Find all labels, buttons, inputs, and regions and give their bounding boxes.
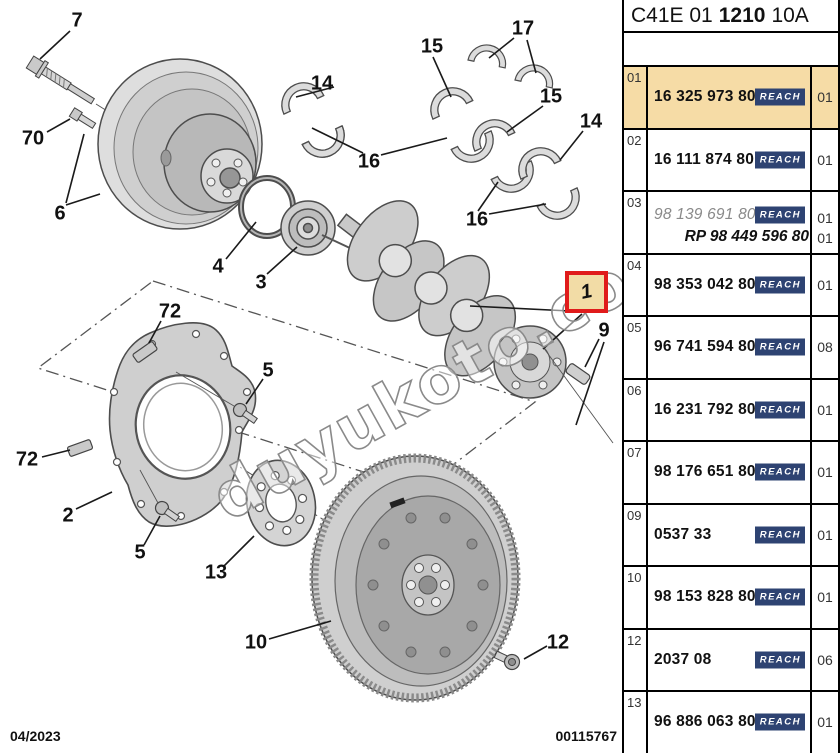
- part-number: 16 111 874 80: [654, 150, 755, 168]
- reach-badge[interactable]: REACH: [754, 463, 805, 481]
- table-row[interactable]: 01 16 325 973 80 REACH 01: [624, 67, 838, 130]
- dowel-pin-lower: [66, 439, 94, 457]
- table-row[interactable]: 06 16 231 792 80 REACH 01: [624, 379, 838, 442]
- footer-doc-number: 00115767: [555, 728, 617, 744]
- row-index: 05: [624, 317, 648, 378]
- page-code-main: 1210: [718, 3, 766, 27]
- part-qty: 01: [817, 210, 833, 227]
- part-qty: 01: [817, 89, 833, 106]
- part-qty: 08: [817, 339, 833, 356]
- assembly-plane-outline: [36, 280, 537, 491]
- row-index: 12: [624, 629, 648, 690]
- spacer-plate: [245, 459, 317, 547]
- table-row[interactable]: 03 98 139 691 80 REACH RP 98 449 596 80 …: [624, 192, 838, 255]
- main-bearing-shells: [281, 82, 580, 220]
- table-row[interactable]: 02 16 111 874 80 REACH 01: [624, 129, 838, 192]
- parts-table: C41E 01 1210 10A 01 16 325 973 80 REACH …: [622, 0, 840, 753]
- flywheel-bolt: [493, 650, 521, 671]
- part-number: 0537 33: [654, 525, 712, 543]
- pin-axis-line: [542, 346, 614, 444]
- dowel-pin-upper: [132, 341, 158, 363]
- part-number: 98 153 828 80: [654, 588, 756, 606]
- reach-badge[interactable]: REACH: [754, 151, 805, 169]
- part-number: 98 353 042 80: [654, 275, 756, 293]
- part-number: 16 231 792 80: [654, 400, 756, 418]
- part-qty: 01: [817, 589, 833, 606]
- part-number: 96 886 063 80: [654, 713, 756, 731]
- table-row[interactable]: 12 2037 08 REACH 06: [624, 629, 838, 692]
- reach-badge[interactable]: REACH: [754, 206, 805, 224]
- row-index: 07: [624, 442, 648, 503]
- page-code-prefix: C41E 01: [631, 3, 713, 27]
- reach-badge[interactable]: REACH: [754, 713, 805, 731]
- row-index: 13: [624, 692, 648, 753]
- row-index: 04: [624, 254, 648, 315]
- table-row[interactable]: 07 98 176 651 80 REACH 01: [624, 442, 838, 505]
- diagram-svg: duyukoto.com: [25, 30, 623, 703]
- reach-badge[interactable]: REACH: [754, 588, 805, 606]
- table-row[interactable]: 13 96 886 063 80 REACH 01: [624, 692, 838, 753]
- table-row[interactable]: 10 98 153 828 80 REACH 01: [624, 567, 838, 630]
- part-qty: 01: [817, 401, 833, 418]
- footer-date: 04/2023: [10, 728, 61, 744]
- leader-lines: [39, 30, 605, 660]
- part-number: 16 325 973 80: [654, 88, 756, 106]
- part-number: 96 741 594 80: [654, 338, 756, 356]
- part-number: 98 139 691 80: [654, 206, 756, 224]
- crank-pin: [565, 363, 591, 385]
- part-number: 98 176 651 80: [654, 463, 756, 481]
- part-qty: 01: [817, 151, 833, 168]
- replacement-part-number: RP 98 449 596 80: [684, 228, 809, 246]
- highlight-box: 1: [565, 271, 608, 313]
- row-index: 01: [624, 67, 648, 128]
- page-code-suffix: 10A: [771, 3, 809, 27]
- part-qty: 01: [817, 526, 833, 543]
- flywheel: [309, 453, 521, 703]
- reach-badge[interactable]: REACH: [754, 526, 805, 544]
- reach-badge[interactable]: REACH: [754, 88, 805, 106]
- row-index: 10: [624, 567, 648, 628]
- part-qty: 01: [817, 714, 833, 731]
- pulley-bolt: [25, 55, 96, 105]
- seal-plate-bolt-upper: [232, 402, 258, 425]
- reach-badge[interactable]: REACH: [754, 276, 805, 294]
- row-index: 09: [624, 504, 648, 565]
- row-index: 03: [624, 192, 648, 253]
- part-number: 2037 08: [654, 650, 712, 668]
- crankshaft-hub: [280, 200, 353, 256]
- table-row[interactable]: 05 96 741 594 80 REACH 08: [624, 317, 838, 380]
- small-bolt-70: [68, 107, 97, 130]
- replacement-qty: 01: [817, 230, 833, 247]
- reach-badge[interactable]: REACH: [754, 651, 805, 669]
- thrust-washers: [467, 44, 554, 89]
- rear-seal-plate: [108, 322, 257, 527]
- row-index: 02: [624, 129, 648, 190]
- callout-1: 1: [578, 279, 595, 304]
- table-row[interactable]: 04 98 353 042 80 REACH 01: [624, 254, 838, 317]
- table-spacer-row: [624, 33, 838, 67]
- part-qty: 01: [817, 276, 833, 293]
- seal-plate-bolt-lower: [154, 500, 180, 523]
- part-qty: 06: [817, 651, 833, 668]
- crankshaft-pulley: [97, 58, 263, 230]
- row-index: 06: [624, 379, 648, 440]
- reach-badge[interactable]: REACH: [754, 338, 805, 356]
- table-row[interactable]: 09 0537 33 REACH 01: [624, 504, 838, 567]
- part-qty: 01: [817, 464, 833, 481]
- page-code-header: C41E 01 1210 10A: [624, 0, 838, 33]
- reach-badge[interactable]: REACH: [754, 401, 805, 419]
